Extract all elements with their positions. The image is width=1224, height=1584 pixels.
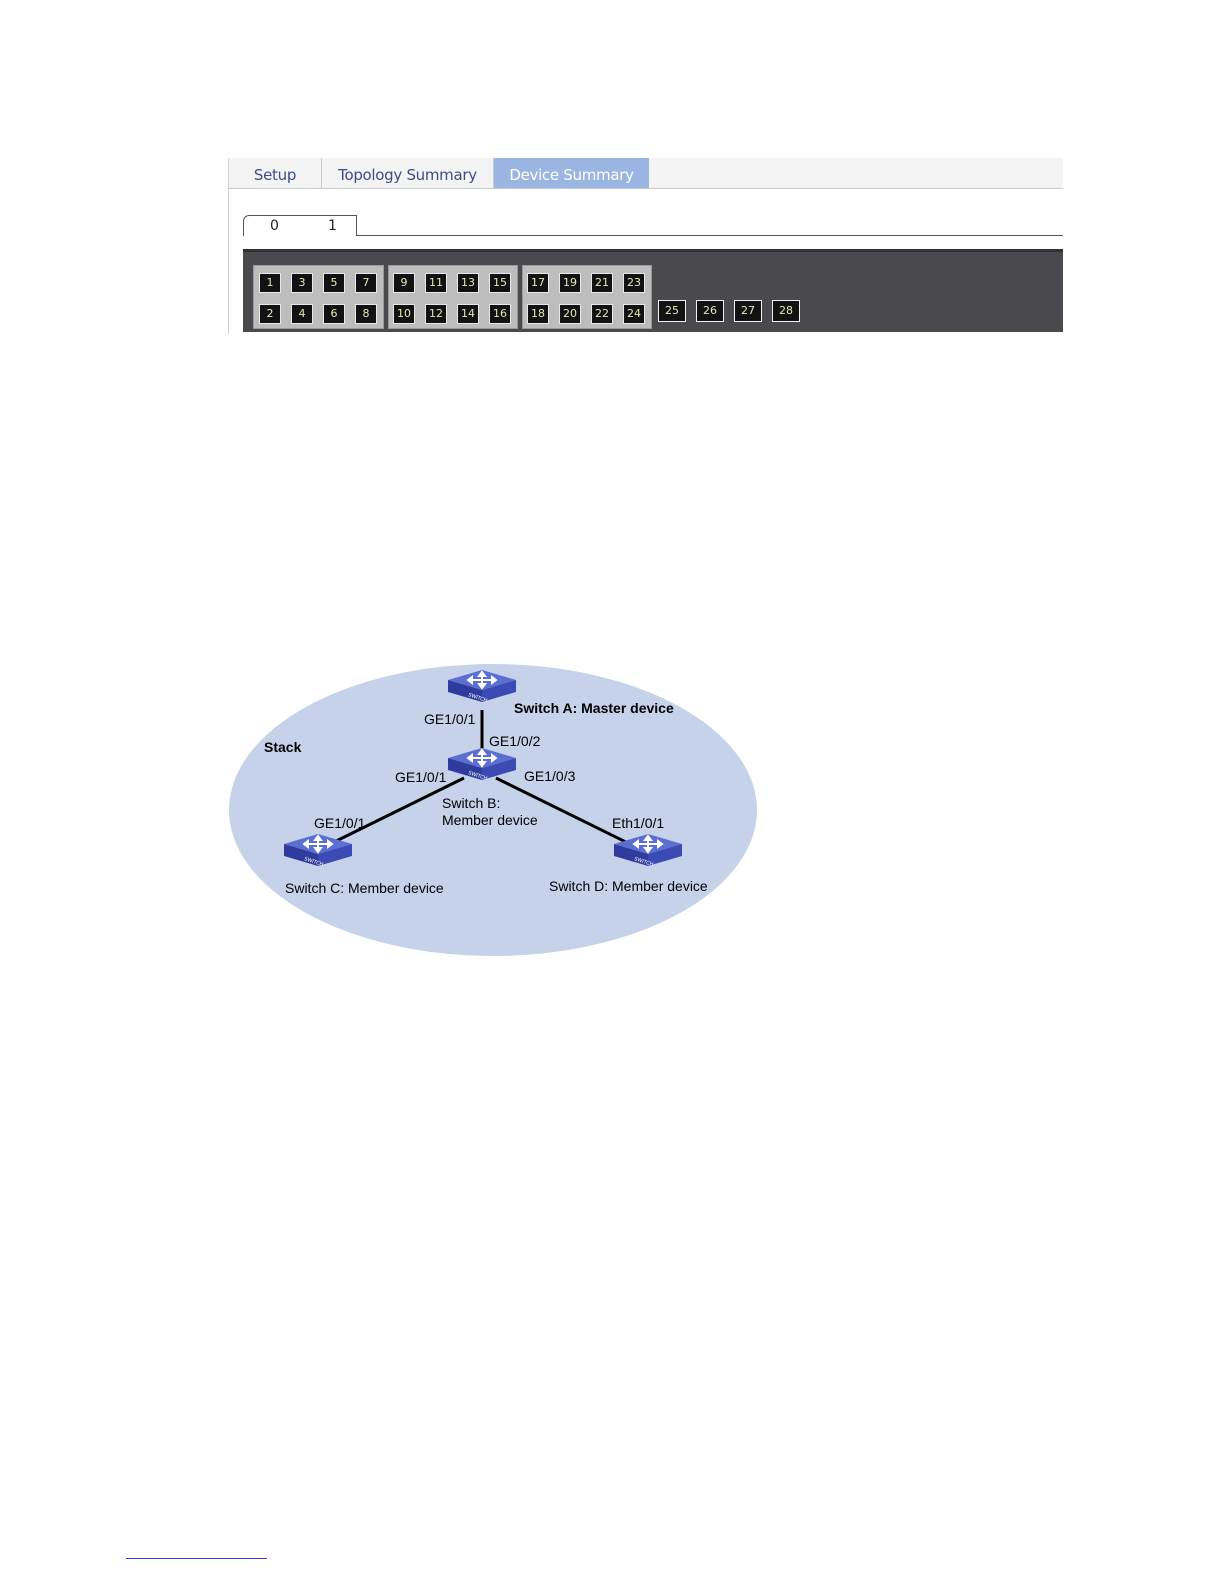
tab-topology-summary[interactable]: Topology Summary [322, 158, 494, 188]
tab-setup[interactable]: Setup [229, 158, 322, 188]
port-group-3: 17 19 21 23 18 20 22 24 [522, 265, 652, 329]
switch-a-port-label: GE1/0/1 [424, 711, 476, 727]
port[interactable]: 12 [425, 304, 447, 324]
port-group-2: 9 11 13 15 10 12 14 16 [388, 265, 518, 329]
stack-label: Stack [264, 739, 302, 755]
port[interactable]: 13 [457, 273, 479, 293]
port[interactable]: 23 [623, 273, 645, 293]
tab-device-summary[interactable]: Device Summary [494, 158, 649, 188]
sfp-port[interactable]: 27 [734, 300, 762, 322]
switch-b-port-to-a-label: GE1/0/2 [489, 733, 541, 749]
switch-c-port-label: GE1/0/1 [314, 815, 366, 831]
member-tab-1[interactable]: 1 [328, 218, 337, 234]
port[interactable]: 20 [559, 304, 581, 324]
port[interactable]: 8 [355, 304, 377, 324]
switch-b-port-to-d-label: GE1/0/3 [524, 768, 576, 784]
port[interactable]: 22 [591, 304, 613, 324]
port[interactable]: 9 [393, 273, 415, 293]
stack-topology-diagram: SWITCH SWITCH SWITCH SWITCH Stack Switch… [228, 662, 760, 958]
port[interactable]: 16 [489, 304, 511, 324]
member-tab-0[interactable]: 0 [270, 218, 279, 234]
port[interactable]: 18 [527, 304, 549, 324]
switch-b-label-line1: Switch B: [442, 795, 500, 811]
switch-a-label: Switch A: Master device [514, 700, 674, 716]
sfp-port[interactable]: 25 [658, 300, 686, 322]
switch-d-label: Switch D: Member device [549, 878, 708, 894]
port[interactable]: 7 [355, 273, 377, 293]
switch-b-port-to-c-label: GE1/0/1 [395, 769, 447, 785]
port[interactable]: 21 [591, 273, 613, 293]
tab-bar: Setup Topology Summary Device Summary [229, 158, 1063, 189]
sfp-port[interactable]: 28 [772, 300, 800, 322]
switch-d-port-label: Eth1/0/1 [612, 815, 664, 831]
port[interactable]: 2 [259, 304, 281, 324]
port[interactable]: 19 [559, 273, 581, 293]
port[interactable]: 24 [623, 304, 645, 324]
port[interactable]: 6 [323, 304, 345, 324]
port[interactable]: 15 [489, 273, 511, 293]
port[interactable]: 3 [291, 273, 313, 293]
sfp-port[interactable]: 26 [696, 300, 724, 322]
switch-b-label-line2: Member device [442, 812, 538, 828]
port[interactable]: 17 [527, 273, 549, 293]
port[interactable]: 10 [393, 304, 415, 324]
footnote-separator [126, 1558, 267, 1559]
port[interactable]: 1 [259, 273, 281, 293]
subtab-divider [243, 235, 1063, 236]
port[interactable]: 5 [323, 273, 345, 293]
port-group-1: 1 3 5 7 2 4 6 8 [253, 265, 384, 329]
port[interactable]: 11 [425, 273, 447, 293]
device-summary-screenshot: Setup Topology Summary Device Summary 0 … [228, 158, 1063, 334]
switch-c-label: Switch C: Member device [285, 880, 444, 896]
port[interactable]: 4 [291, 304, 313, 324]
member-tab-group[interactable]: 0 1 [243, 215, 357, 236]
port[interactable]: 14 [457, 304, 479, 324]
device-panel: 1 3 5 7 2 4 6 8 9 11 13 15 10 12 14 16 1… [243, 249, 1063, 332]
